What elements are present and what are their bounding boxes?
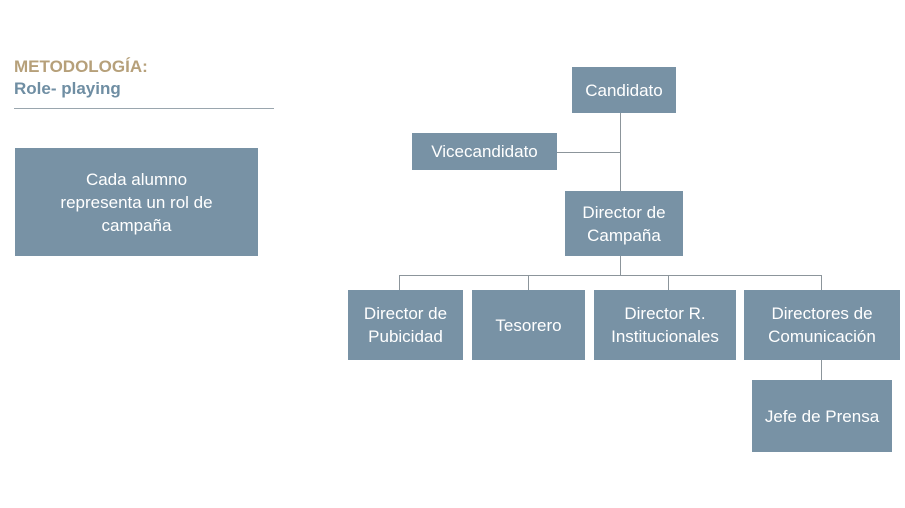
connector-drop-publicidad: [399, 275, 400, 290]
connector-vicecandidato: [556, 152, 620, 153]
slide-heading: METODOLOGÍA: Role- playing: [14, 56, 148, 100]
connector-drop-tesorero: [528, 275, 529, 290]
methodology-title: METODOLOGÍA:: [14, 57, 148, 76]
connector-director-down: [620, 256, 621, 275]
node-candidato: Candidato: [572, 67, 676, 113]
connector-drop-comunicacion: [821, 275, 822, 290]
node-jefe-prensa: Jefe de Prensa: [752, 380, 892, 452]
connector-candidato-to-director: [620, 113, 621, 191]
connector-drop-institucionales: [668, 275, 669, 290]
heading-divider: [14, 108, 274, 109]
description-box: Cada alumno representa un rol de campaña: [15, 148, 258, 256]
node-director-campana: Director de Campaña: [565, 191, 683, 256]
node-tesorero: Tesorero: [472, 290, 585, 360]
node-directores-comunicacion: Directores de Comunicación: [744, 290, 900, 360]
node-director-institucionales: Director R. Institucionales: [594, 290, 736, 360]
connector-comunicacion-to-prensa: [821, 360, 822, 380]
node-vicecandidato: Vicecandidato: [412, 133, 557, 170]
connector-horizontal-bus: [399, 275, 822, 276]
node-director-publicidad: Director de Pubicidad: [348, 290, 463, 360]
methodology-subtitle: Role- playing: [14, 79, 121, 98]
